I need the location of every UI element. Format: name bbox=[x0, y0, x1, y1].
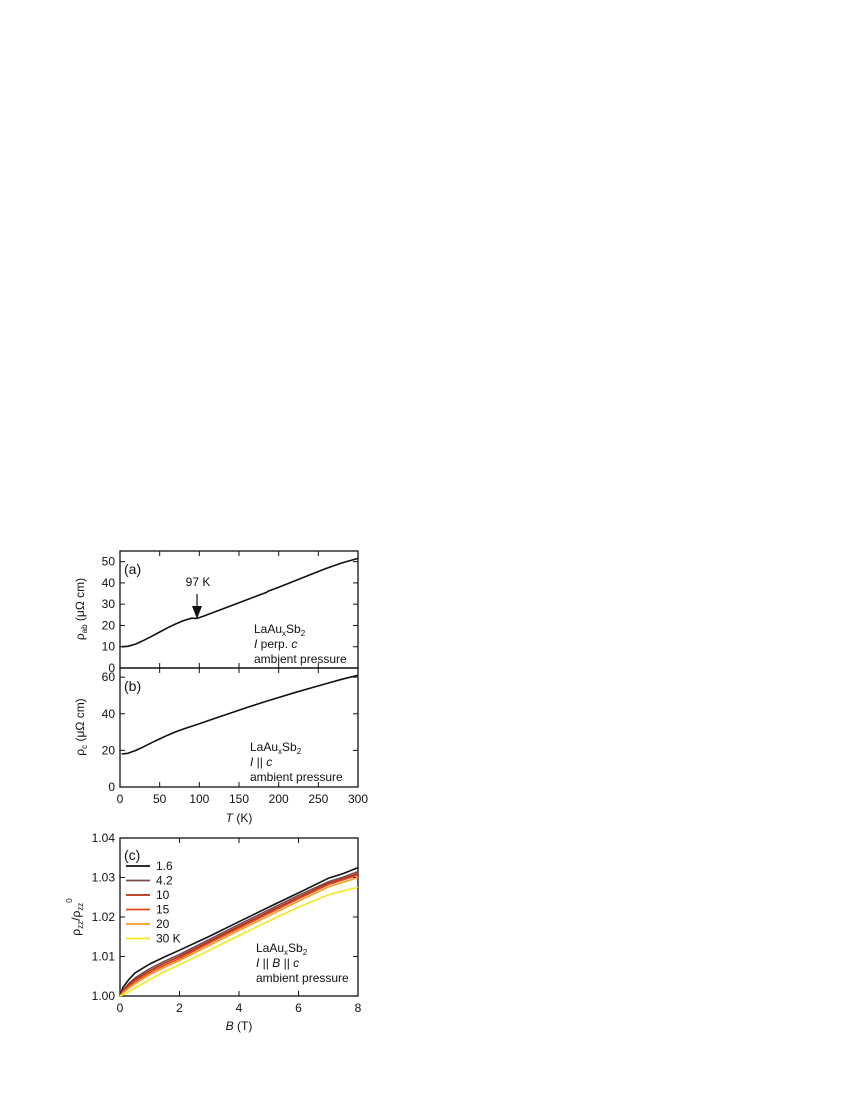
panel-a-annotation-label: 97 K bbox=[186, 575, 211, 589]
panel-b-series bbox=[121, 674, 359, 755]
panel-b-formula: LaAuxSb2 bbox=[250, 740, 302, 756]
panel-b-xlabel: T (K) bbox=[226, 811, 253, 825]
panel-b-ytick-label: 20 bbox=[102, 743, 116, 757]
panel-a-ylabel: ρab (μΩ cm) bbox=[73, 578, 89, 640]
annotation-arrow bbox=[192, 594, 202, 619]
panel-c-xtick-label: 4 bbox=[236, 1001, 243, 1015]
panel-c-label: (c) bbox=[124, 847, 140, 863]
panel-b-xtick-label: 150 bbox=[229, 792, 249, 806]
panel-b-ytick-label: 40 bbox=[102, 707, 116, 721]
panel-a-ytick-label: 40 bbox=[102, 576, 116, 590]
panel-b-ytick-label: 0 bbox=[108, 780, 115, 794]
panel-c-pressure: ambient pressure bbox=[256, 971, 349, 985]
panel-b-xtick-label: 200 bbox=[269, 792, 289, 806]
panel-c-ytick-label: 1.03 bbox=[92, 871, 116, 885]
panel-a-axes: 0 10 20 30 40 50 bbox=[102, 551, 359, 675]
panel-a-ytick-label: 20 bbox=[102, 618, 116, 632]
panel-b-xtick-label: 50 bbox=[153, 792, 167, 806]
panel-c-ylabel: ρzz/ρzz0 bbox=[65, 898, 85, 936]
panel-c-ytick-label: 1.04 bbox=[92, 831, 116, 845]
panel-c-axes: 1.00 1.01 1.02 1.03 1.04 0 2 4 6 8 bbox=[92, 831, 362, 1015]
panel-a-ytick-label: 0 bbox=[108, 661, 115, 675]
panel-a-series bbox=[121, 557, 359, 648]
panel-b-xtick-label: 0 bbox=[117, 792, 124, 806]
panel-c-xlabel: B (T) bbox=[226, 1019, 253, 1033]
legend-entry-label: 10 bbox=[156, 888, 170, 902]
panel-c-series bbox=[119, 866, 359, 997]
panel-a-ytick-label: 10 bbox=[102, 640, 116, 654]
panel-c-series-line-15 bbox=[119, 874, 359, 997]
panel-c-series-line-1.6 bbox=[119, 866, 359, 997]
panel-b-ytick-label: 60 bbox=[102, 670, 116, 684]
panel-a-current-direction: I perp. c bbox=[254, 637, 297, 651]
panel-c-series-line-20 bbox=[119, 876, 359, 997]
panel-a-series-line bbox=[121, 557, 359, 648]
panel-b-pressure: ambient pressure bbox=[250, 770, 343, 784]
panel-c-ytick-label: 1.01 bbox=[92, 950, 116, 964]
panel-c-ytick-label: 1.02 bbox=[92, 910, 116, 924]
panel-a-formula: LaAuxSb2 bbox=[254, 622, 306, 638]
panel-c-formula: LaAuxSb2 bbox=[256, 941, 308, 957]
panel-b-label: (b) bbox=[124, 678, 141, 694]
panel-c-series-line-4.2 bbox=[119, 870, 359, 997]
legend-entry-label: 4.2 bbox=[156, 874, 173, 888]
panel-c-xtick-label: 6 bbox=[295, 1001, 302, 1015]
panel-c-series-line-30K bbox=[119, 886, 359, 997]
panel-a-ytick-label: 30 bbox=[102, 597, 116, 611]
panel-b-current-direction: I || c bbox=[250, 755, 272, 769]
panel-c-xtick-label: 0 bbox=[117, 1001, 124, 1015]
panel-c-xtick-label: 8 bbox=[355, 1001, 362, 1015]
panel-c-chart: 1.00 1.01 1.02 1.03 1.04 0 2 4 6 8 (c) ρzz/ρzz0 1… bbox=[65, 831, 362, 1033]
panel-b-chart: 0 20 40 60 0 50 100 150 200 250 300 (b) ρc (μΩ cm)… bbox=[73, 667, 368, 825]
panel-b-xtick-label: 100 bbox=[189, 792, 209, 806]
legend-entry-label: 1.6 bbox=[156, 859, 173, 873]
panel-c-ytick-label: 1.00 bbox=[92, 989, 116, 1003]
panel-a-ytick-label: 50 bbox=[102, 555, 116, 569]
panel-b-axes: 0 20 40 60 0 50 100 150 200 250 300 bbox=[102, 668, 368, 806]
panel-b-xtick-label: 250 bbox=[308, 792, 328, 806]
panel-a-chart: 0 10 20 30 40 50 (a) ρab (μΩ cm) 97 K LaAuxSb… bbox=[73, 550, 359, 675]
legend-entry-label: 30 K bbox=[156, 932, 181, 946]
panel-c-series-line-10 bbox=[119, 872, 359, 997]
legend-entry-label: 15 bbox=[156, 903, 170, 917]
legend-entry-label: 20 bbox=[156, 917, 170, 931]
panel-b-xtick-label: 300 bbox=[348, 792, 368, 806]
panel-b-series-line bbox=[121, 674, 359, 755]
panel-a-label: (a) bbox=[124, 561, 141, 577]
panel-a-pressure: ambient pressure bbox=[254, 652, 347, 666]
panel-c-current-direction: I || B || c bbox=[256, 956, 299, 970]
panel-a-frame bbox=[119, 550, 359, 669]
panel-c-xtick-label: 2 bbox=[176, 1001, 183, 1015]
panel-b-ylabel: ρc (μΩ cm) bbox=[73, 698, 89, 755]
